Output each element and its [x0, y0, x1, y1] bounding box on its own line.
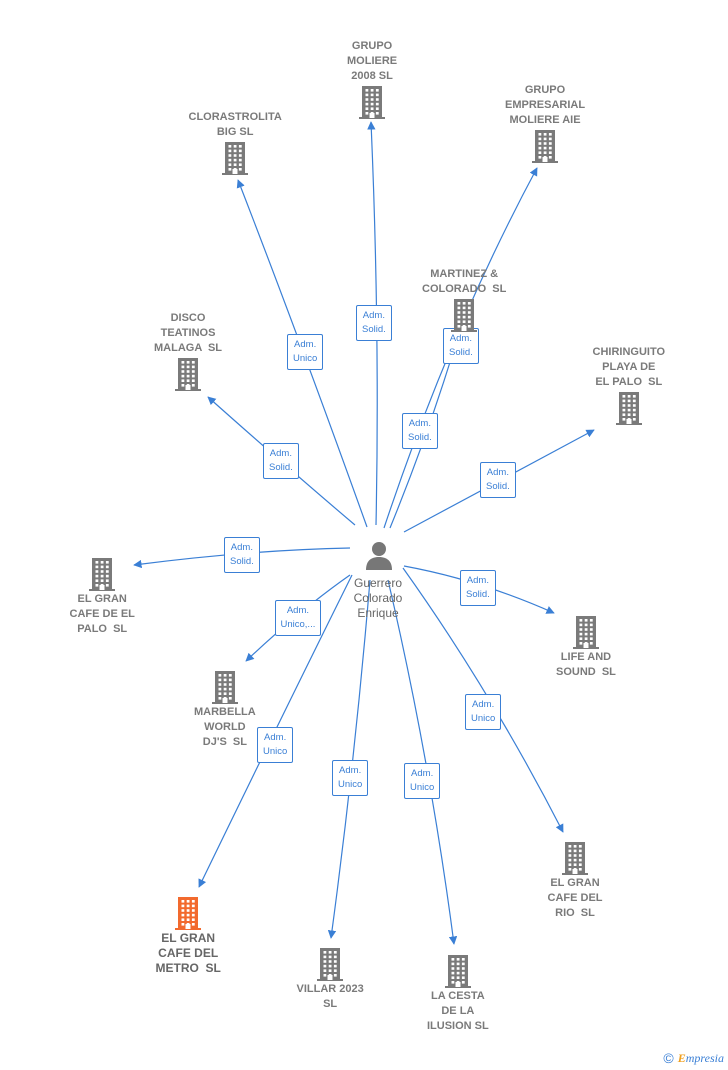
building-icon [89, 558, 116, 591]
building-icon [317, 948, 344, 981]
company-name[interactable]: GRUPO MOLIERE 2008 SL [347, 40, 398, 82]
building-icon [211, 671, 238, 704]
copyright-icon: © [663, 1050, 674, 1066]
company-name[interactable]: LA CESTA DE LA ILUSION SL [427, 990, 489, 1032]
building-icon [562, 842, 588, 875]
footer: © Empresia [663, 1050, 724, 1066]
company-node-villar[interactable]: VILLAR 2023 SL [297, 946, 364, 1012]
building-icon [532, 130, 559, 163]
person-node[interactable] [364, 540, 394, 575]
company-node-chiringuito[interactable]: CHIRINGUITO PLAYA DE EL PALO SL [592, 345, 666, 426]
company-node-gran-cafe-rio[interactable]: EL GRAN CAFE DEL RIO SL [548, 840, 603, 921]
relation-label-grupo-empresarial[interactable]: Adm. Solid. [443, 328, 479, 364]
company-node-gran-cafe-palo[interactable]: EL GRAN CAFE DE EL PALO SL [70, 556, 135, 637]
brand-logo: Empresia [677, 1050, 724, 1065]
company-node-la-cesta[interactable]: LA CESTA DE LA ILUSION SL [427, 953, 489, 1034]
relation-label-clorastrolita[interactable]: Adm. Unico [287, 334, 324, 370]
relation-label-grupo-moliere[interactable]: Adm. Solid. [356, 305, 392, 341]
person-icon [366, 542, 392, 570]
relation-label-chiringuito[interactable]: Adm. Solid. [480, 462, 516, 498]
building-icon [615, 392, 642, 425]
company-name[interactable]: GRUPO EMPRESARIAL MOLIERE AIE [505, 84, 586, 126]
company-name[interactable]: VILLAR 2023 SL [296, 983, 364, 1010]
building-icon [444, 955, 471, 988]
building-icon [175, 897, 202, 930]
company-node-grupo-moliere[interactable]: GRUPO MOLIERE 2008 SL [347, 39, 397, 120]
company-name[interactable]: CLORASTROLITA BIG SL [188, 111, 282, 138]
relation-label-martinez-colorado[interactable]: Adm. Solid. [402, 413, 438, 449]
company-name[interactable]: EL GRAN CAFE DEL RIO SL [547, 877, 603, 919]
company-node-clorastrolita[interactable]: CLORASTROLITA BIG SL [189, 110, 282, 176]
company-name[interactable]: EL GRAN CAFE DEL METRO SL [155, 931, 221, 975]
company-name[interactable]: MARTINEZ & COLORADO SL [422, 268, 507, 295]
relation-label-gran-cafe-rio[interactable]: Adm. Unico [465, 694, 502, 730]
company-name[interactable]: DISCO TEATINOS MALAGA SL [154, 312, 223, 354]
relation-label-villar[interactable]: Adm. Unico [332, 760, 369, 796]
building-icon [222, 142, 249, 175]
company-name[interactable]: CHIRINGUITO PLAYA DE EL PALO SL [592, 346, 666, 388]
relation-label-gran-cafe-metro[interactable]: Adm. Unico [257, 727, 294, 763]
edge-villar [327, 579, 371, 939]
company-node-gran-cafe-metro[interactable]: EL GRAN CAFE DEL METRO SL [156, 895, 221, 976]
company-node-disco-teatinos[interactable]: DISCO TEATINOS MALAGA SL [154, 311, 222, 392]
building-icon [572, 616, 599, 649]
company-node-life-sound[interactable]: LIFE AND SOUND SL [556, 614, 616, 680]
company-node-marbella[interactable]: MARBELLA WORLD DJ'S SL [194, 669, 256, 750]
relation-label-life-sound[interactable]: Adm. Solid. [460, 570, 496, 606]
building-icon [451, 299, 478, 332]
relation-label-la-cesta[interactable]: Adm. Unico [404, 763, 441, 799]
relation-label-gran-cafe-palo[interactable]: Adm. Solid. [224, 537, 260, 573]
edge-gran-cafe-metro [198, 574, 353, 888]
company-node-grupo-empresarial[interactable]: GRUPO EMPRESARIAL MOLIERE AIE [505, 83, 585, 164]
company-name[interactable]: MARBELLA WORLD DJ'S SL [194, 706, 256, 748]
company-name[interactable]: EL GRAN CAFE DE EL PALO SL [69, 593, 135, 635]
building-icon [175, 358, 202, 391]
relation-label-disco-teatinos[interactable]: Adm. Solid. [263, 443, 299, 479]
relation-label-marbella[interactable]: Adm. Unico,... [274, 600, 322, 636]
person-name[interactable]: Guerrero Colorado Enrique [353, 576, 403, 620]
company-node-martinez-colorado[interactable]: MARTINEZ & COLORADO SL [422, 267, 506, 333]
building-icon [359, 86, 386, 119]
company-name[interactable]: LIFE AND SOUND SL [556, 651, 616, 678]
edge-la-cesta [387, 579, 458, 945]
